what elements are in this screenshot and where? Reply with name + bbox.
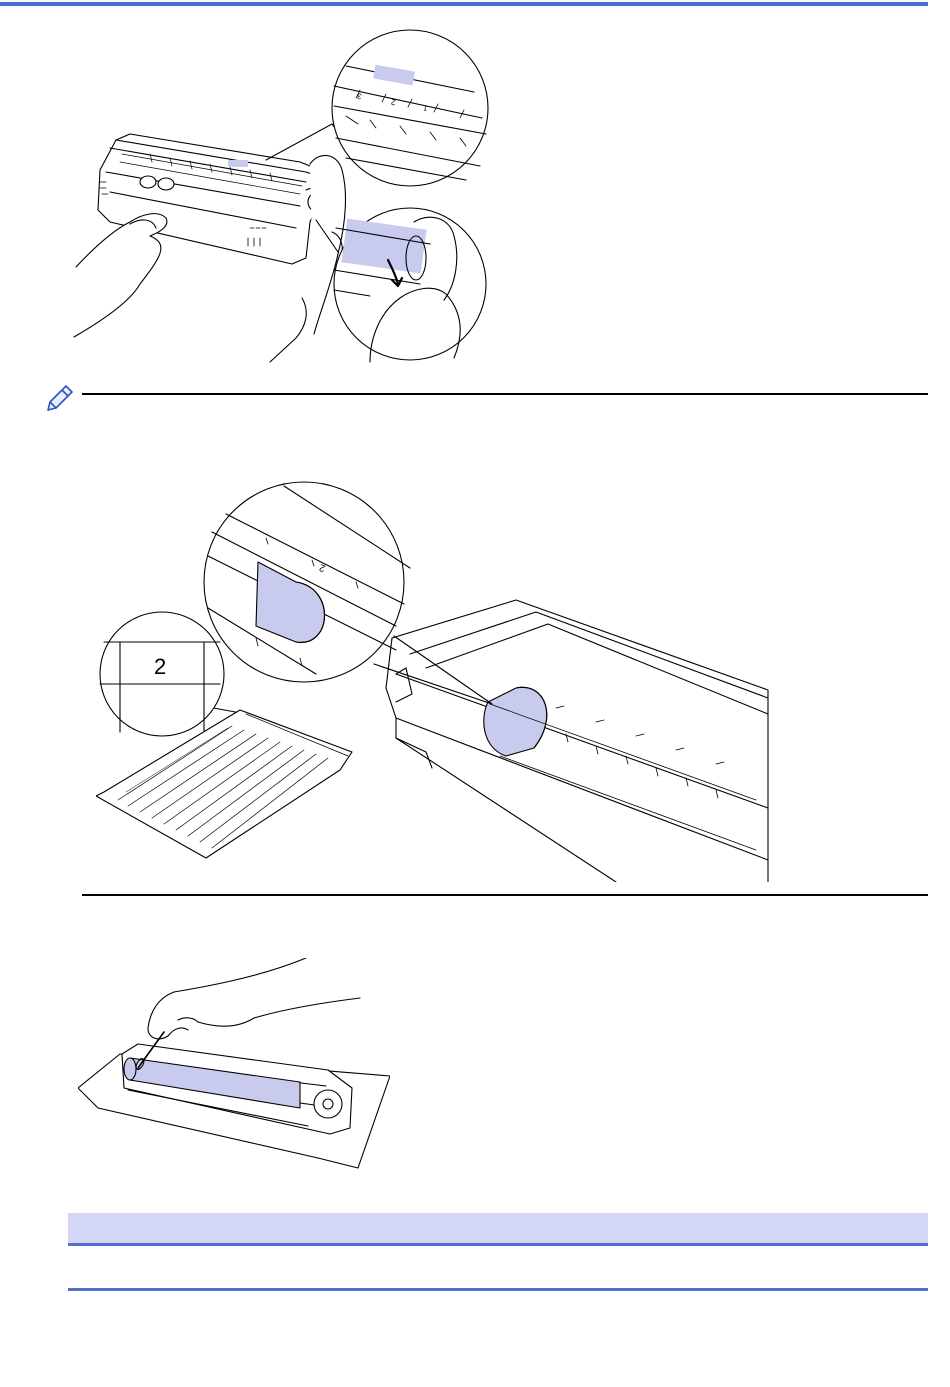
related-info-rule	[68, 1243, 928, 1246]
figure-rotate-drum: 3 2 1	[70, 22, 490, 367]
top-rule	[0, 2, 928, 6]
sheet-zoom-number: 2	[154, 654, 166, 679]
note-rule-top	[82, 393, 928, 395]
related-info-bottom-rule	[68, 1288, 928, 1291]
figure-compare-sheet-drum: 2 2	[96, 478, 778, 882]
pencil-note-icon	[44, 382, 74, 414]
related-info-bar	[68, 1213, 928, 1243]
figure-clean-drum	[78, 958, 390, 1178]
note-rule-bottom	[82, 894, 928, 896]
